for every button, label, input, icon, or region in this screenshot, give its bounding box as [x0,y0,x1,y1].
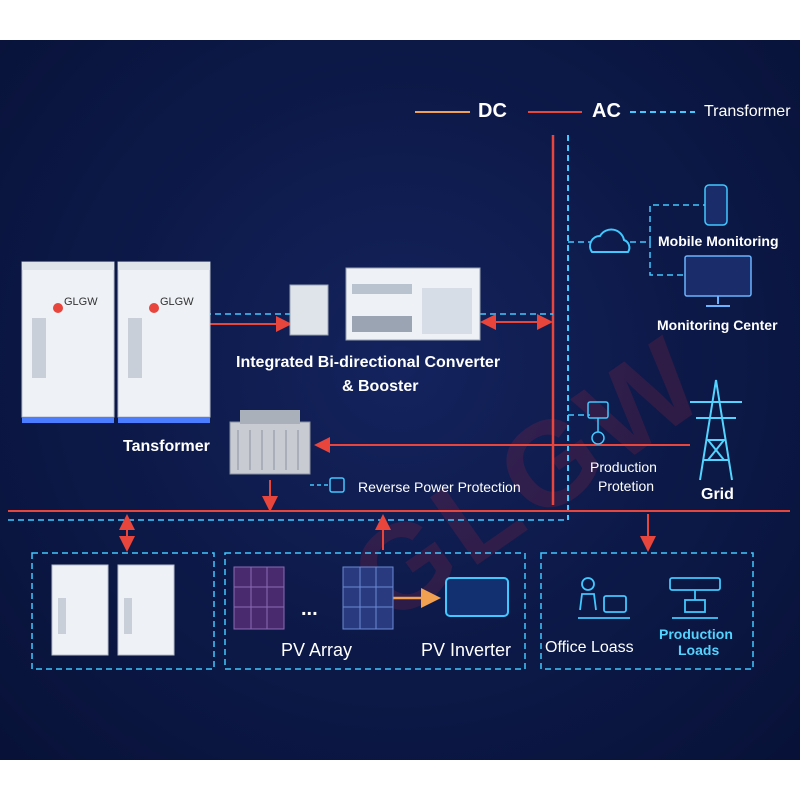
small-battery-cabinet-1 [51,564,109,656]
pv-inverter-icon [445,577,509,617]
transformer-label: Tansformer [123,438,210,455]
converter-unit [289,267,481,341]
converter-label-line2: & Booster [342,378,419,395]
converter-label-line1: Integrated Bi-directional Converter [236,354,501,371]
office-loads-label: Office Loass [545,639,634,656]
battery-group-box [31,552,215,670]
brand-mark-2: GLGW [160,296,194,308]
battery-cabinet-2 [117,261,211,423]
production-protection-label-line2: Protetion [598,478,655,494]
production-loads-label-line2: Loads [678,642,720,658]
diagram-canvas: GLGW [0,40,800,760]
pv-array-label: PV Array [281,640,353,660]
loads-group-box [540,552,754,670]
phone-icon [704,184,728,226]
transformer-unit [229,410,311,475]
reverse-power-label: Reverse Power Protection [358,479,521,495]
diagram-lines [8,111,790,670]
monitoring-center-label: Monitoring Center [657,317,778,333]
legend-transformer-label: Transformer [704,103,791,120]
reverse-power-icon [329,477,345,493]
mobile-monitoring-label: Mobile Monitoring [658,233,779,249]
production-protection-label-line1: Production [590,459,657,475]
monitor-icon [684,255,752,307]
ellipsis-label: ... [301,598,318,620]
pv-inverter-label: PV Inverter [421,640,512,660]
grid-tower-icon [690,379,742,481]
production-loads-icon [669,577,721,619]
small-battery-cabinet-2 [117,564,175,656]
pv-panel-1 [233,566,285,630]
production-loads-label-line1: Production [659,626,733,642]
battery-cabinet-1 [21,261,115,423]
pv-group-box [224,552,526,670]
cloud-icon [589,228,631,253]
pv-panel-2 [342,566,394,630]
brand-mark-1: GLGW [64,296,98,308]
production-protection-icon [587,401,609,445]
grid-label: Grid [701,486,734,503]
legend-ac-label: AC [592,100,621,122]
legend-dc-label: DC [478,100,507,122]
office-loads-icon [578,577,630,619]
